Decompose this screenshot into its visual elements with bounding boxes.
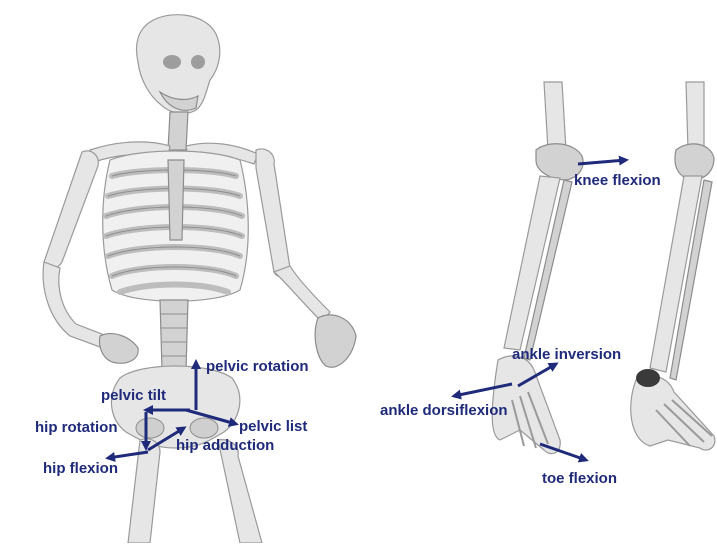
label-hip-rotation: hip rotation xyxy=(35,420,118,435)
lower-leg-skeleton xyxy=(492,82,715,454)
ankle-joint-marker xyxy=(636,369,660,387)
femur-right-lower xyxy=(686,82,704,150)
hand-left xyxy=(100,334,139,364)
label-toe-flexion: toe flexion xyxy=(542,471,617,486)
humerus-right xyxy=(256,149,290,277)
label-ankle-dorsiflexion: ankle dorsiflexion xyxy=(380,403,508,418)
femur-left-lower xyxy=(544,82,566,150)
eye-socket-right xyxy=(191,55,205,69)
humerus-left xyxy=(44,151,98,268)
pelvis xyxy=(111,366,239,448)
cervical-spine xyxy=(168,112,188,150)
hand-right xyxy=(315,315,356,367)
knee-flexion-arrow xyxy=(578,160,626,164)
label-hip-adduction: hip adduction xyxy=(176,438,274,453)
knee-right xyxy=(675,144,714,180)
forearm-right xyxy=(274,266,330,322)
label-ankle-inversion: ankle inversion xyxy=(512,347,621,362)
label-knee-flexion: knee flexion xyxy=(574,173,661,188)
label-pelvic-rotation: pelvic rotation xyxy=(206,359,309,374)
lumbar-spine xyxy=(160,300,188,370)
label-pelvic-tilt: pelvic tilt xyxy=(101,388,166,403)
sternum xyxy=(168,160,184,240)
label-pelvic-list: pelvic list xyxy=(239,419,307,434)
eye-socket-left xyxy=(163,55,181,69)
femur-right xyxy=(218,440,262,543)
label-hip-flexion: hip flexion xyxy=(43,461,118,476)
